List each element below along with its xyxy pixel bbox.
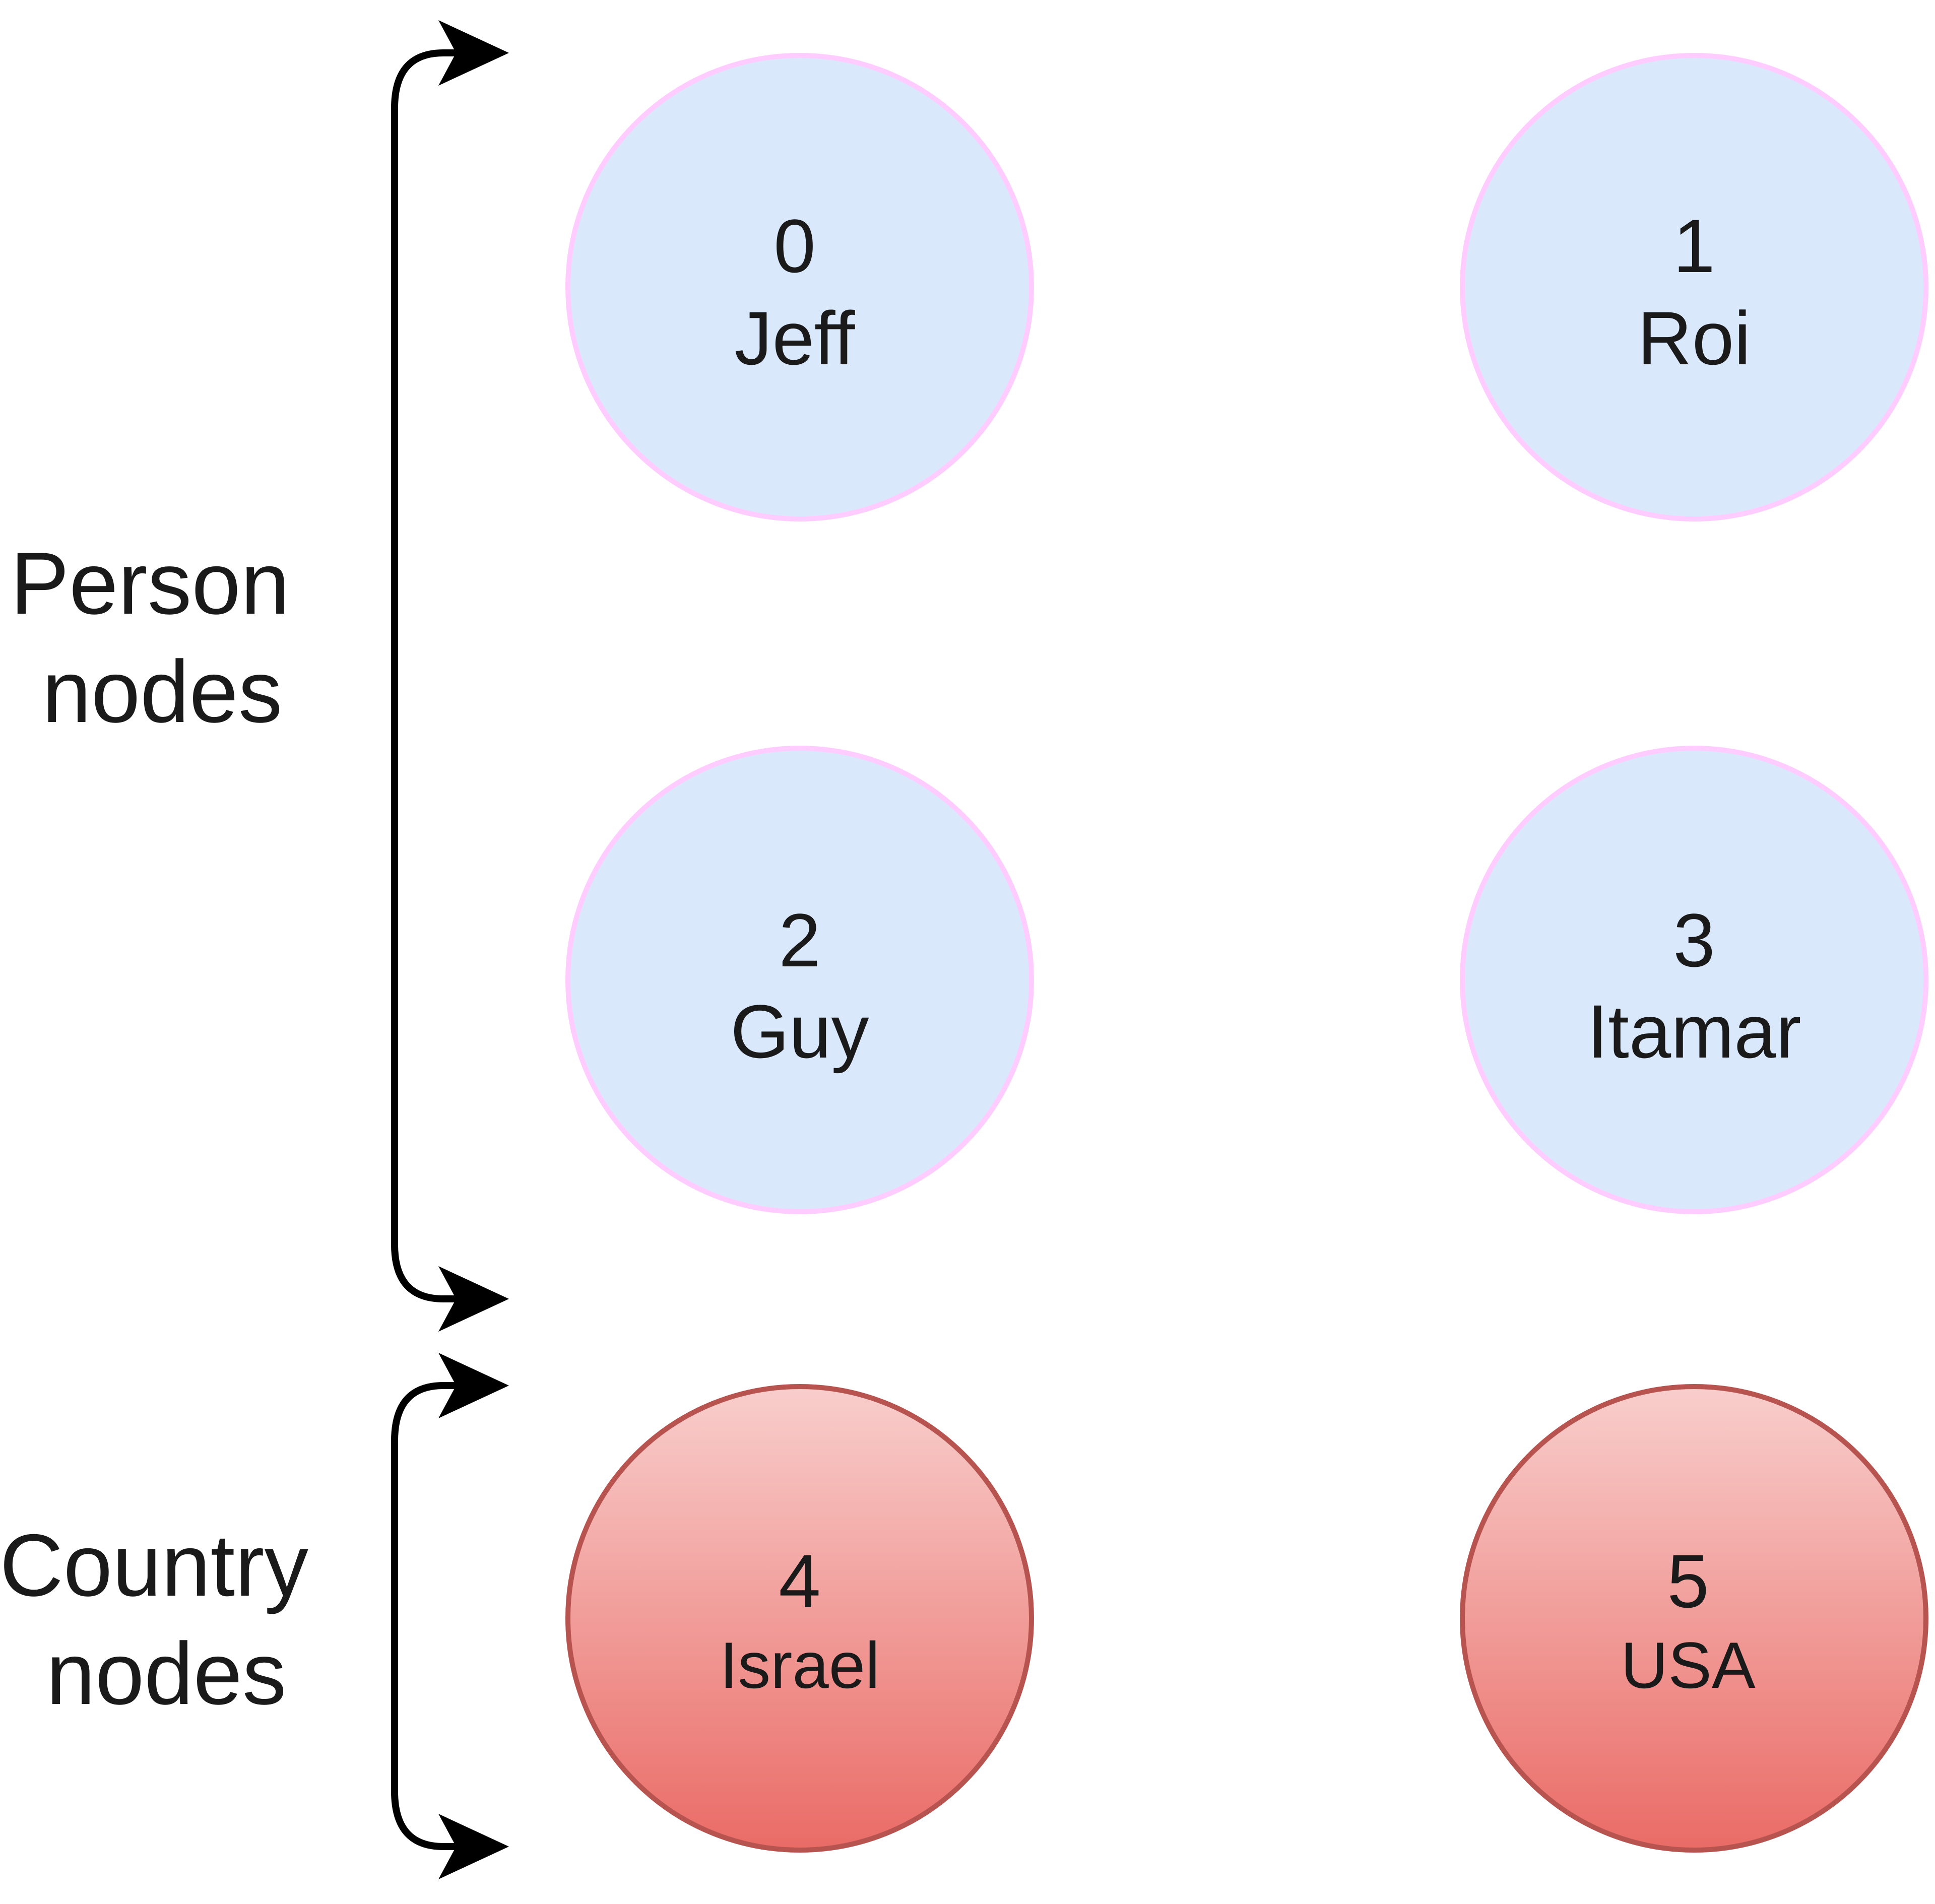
node-5-circle xyxy=(1460,1384,1928,1853)
node-3-circle xyxy=(1460,746,1928,1214)
country-bracket-top-arrowhead xyxy=(438,1353,509,1418)
node-0-circle xyxy=(565,53,1034,521)
node-4-label: Israel xyxy=(720,1628,880,1702)
node-2: 2 Guy xyxy=(565,746,1034,1214)
country-group-label-line2: nodes xyxy=(46,1625,287,1723)
node-5-label: USA xyxy=(1621,1628,1756,1702)
person-bracket-line xyxy=(391,49,475,1302)
person-group-label-line2: nodes xyxy=(42,643,283,741)
person-bracket-bottom-arrowhead xyxy=(438,1266,509,1332)
person-group-label: Person nodes xyxy=(10,535,314,741)
node-3-id: 3 xyxy=(1673,898,1715,982)
person-bracket xyxy=(391,20,509,1332)
node-1-label: Roi xyxy=(1637,296,1751,380)
node-0-id: 0 xyxy=(773,204,815,288)
node-4-circle xyxy=(565,1384,1034,1853)
node-3: 3 Itamar xyxy=(1460,746,1928,1214)
node-2-label: Guy xyxy=(730,989,869,1074)
person-bracket-top-arrowhead xyxy=(438,20,509,86)
node-4: 4 Israel xyxy=(565,1384,1034,1853)
country-bracket xyxy=(391,1353,509,1879)
node-5-id: 5 xyxy=(1667,1539,1709,1623)
node-1-id: 1 xyxy=(1673,204,1715,288)
node-1-circle xyxy=(1460,53,1928,521)
node-3-label: Itamar xyxy=(1587,989,1801,1074)
node-0: 0 Jeff xyxy=(565,53,1034,521)
country-group-label: Country nodes xyxy=(0,1517,333,1723)
node-2-circle xyxy=(565,746,1034,1214)
node-1: 1 Roi xyxy=(1460,53,1928,521)
country-group-label-line1: Country xyxy=(0,1517,309,1615)
node-5: 5 USA xyxy=(1460,1384,1928,1853)
node-0-label: Jeff xyxy=(734,296,855,380)
country-bracket-bottom-arrowhead xyxy=(438,1814,509,1879)
country-bracket-line xyxy=(391,1382,475,1850)
node-2-id: 2 xyxy=(779,898,820,982)
person-group-label-line1: Person xyxy=(10,535,289,633)
node-4-id: 4 xyxy=(779,1539,820,1623)
